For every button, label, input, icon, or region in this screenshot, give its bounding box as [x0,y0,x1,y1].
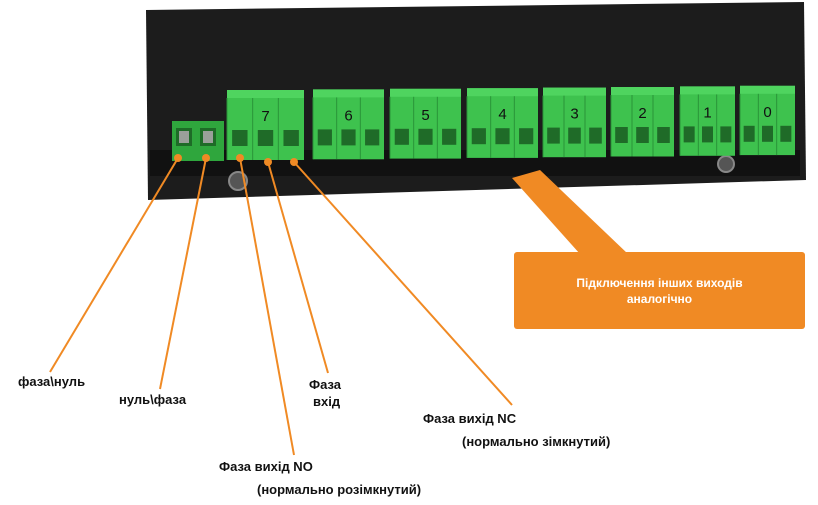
label-phase-out-nc-1: Фаза вихід NC [423,411,517,426]
callout-line1: Підключення інших виходів [576,275,743,290]
arrow-phase-input [267,161,329,374]
label-phase-input-1: Фаза [309,377,342,392]
arrow-head [290,158,298,166]
arrow-head [174,154,182,162]
callout-box: Підключення інших виходів аналогічно [514,252,805,329]
callout-pointer [512,170,628,254]
terminal-pin [720,126,732,143]
channel-number: 7 [261,108,269,125]
channel-number: 4 [498,106,506,123]
arrow-phase-out-no [239,157,295,456]
channel-number: 5 [421,107,429,124]
label-neutral-phase: нуль\фаза [119,392,187,407]
terminal-block-3: 3 [542,87,606,158]
terminal-block-2: 2 [610,87,674,157]
terminal-pin [394,128,409,145]
terminal-pin [442,128,457,145]
arrow-head [236,154,244,162]
channel-number: 2 [638,105,646,122]
channel-number: 0 [763,104,771,121]
screw-right [717,155,735,173]
callout-line2: аналогічно [626,291,693,306]
label-phase-out-no-2: (нормально розімкнутий) [257,482,422,497]
channel-terminal-blocks: 7 6 5 4 3 2 1 0 [226,85,795,160]
channel-number: 3 [570,106,578,123]
terminal-pin [418,128,433,145]
terminal-block-7: 7 [226,90,304,160]
terminal-block-5: 5 [389,88,461,159]
terminal-pin [683,126,695,143]
terminal-pin [495,128,510,145]
terminal-pin [232,130,248,146]
terminal-pin [762,125,773,142]
terminal-block-6: 6 [312,89,384,160]
terminal-pin [743,125,755,142]
terminal-pin [589,127,602,144]
arrow-neutral-phase [159,157,207,390]
channel-number: 6 [344,107,352,124]
terminal-pin [341,129,356,146]
terminal-pin [257,130,274,146]
power-terminal [172,121,224,161]
terminal-block-4: 4 [466,88,538,158]
terminal-pin [547,127,560,144]
terminal-pin [283,130,299,146]
terminal-block-1: 1 [679,86,735,156]
terminal-pin [615,127,628,143]
terminal-pin [636,127,649,143]
terminal-pin [702,126,713,143]
arrow-phase-neutral [49,157,179,373]
terminal-block-0: 0 [739,85,795,156]
terminal-pin [519,128,534,145]
terminal-pin [657,127,670,143]
label-phase-neutral: фаза\нуль [18,374,86,389]
arrow-head [264,158,272,166]
terminal-pin [365,129,380,146]
terminal-pin [317,129,332,146]
terminal-pin [780,125,792,142]
label-phase-out-nc-2: (нормально зімкнутий) [462,434,611,449]
label-phase-input-2: вхід [313,394,341,409]
terminal-pin [471,128,486,145]
terminal-pin [568,127,581,144]
arrow-phase-out-nc [293,161,513,406]
label-phase-out-no-1: Фаза вихід NO [219,459,313,474]
arrow-head [202,154,210,162]
channel-number: 1 [703,104,711,121]
